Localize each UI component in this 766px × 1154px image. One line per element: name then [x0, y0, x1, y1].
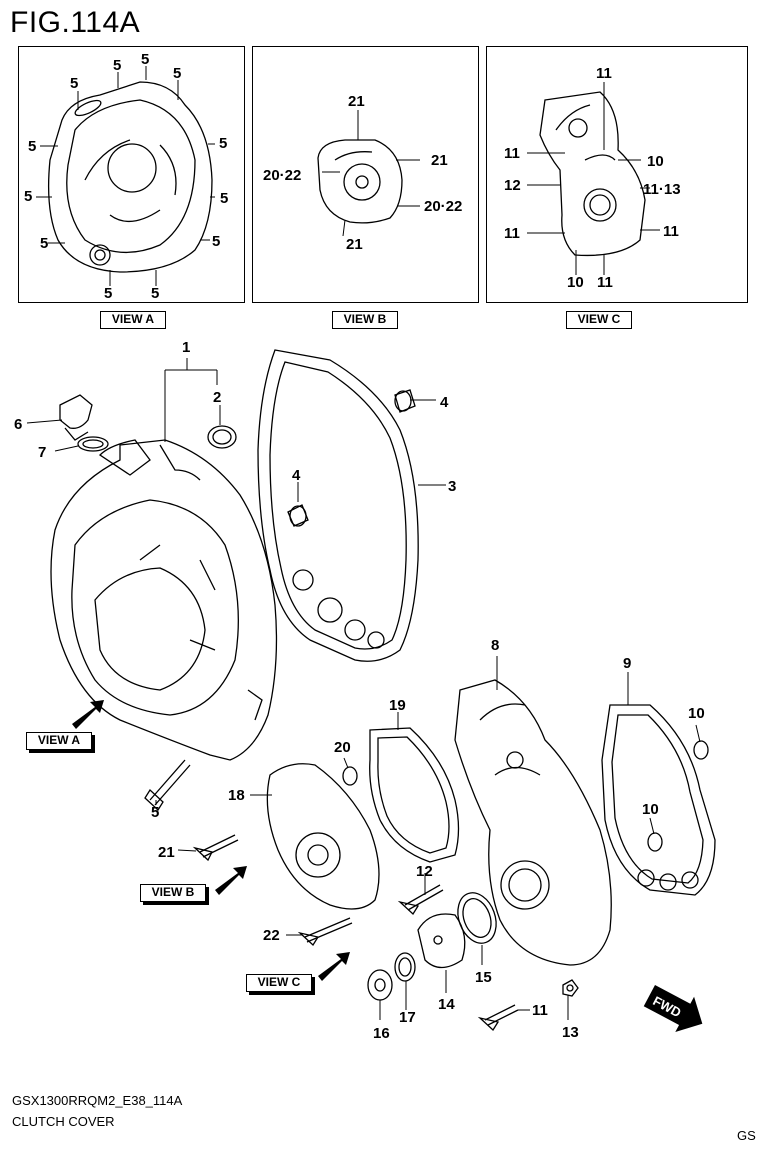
callout-main-callouts-22: 16 [373, 1025, 390, 1042]
callout-main-callouts-3: 4 [440, 394, 449, 411]
callout-main-callouts-23: 13 [562, 1024, 579, 1041]
bolt-parts [144, 759, 519, 1032]
callout-view-a-callouts-3: 5 [173, 65, 181, 82]
view-c-cover-drawing [539, 91, 646, 257]
callout-view-b-callouts-1: 21 [346, 236, 363, 253]
region-code: GS [737, 1128, 756, 1143]
view-b-cover-drawing [317, 139, 403, 224]
callout-view-c-callouts-0: 11 [596, 65, 612, 82]
callout-main-callouts-4: 4 [292, 467, 301, 484]
callout-main-callouts-20: 11 [532, 1002, 548, 1019]
oil-seal-part [207, 425, 237, 449]
small-gasket-part [369, 727, 460, 863]
callout-view-a-callouts-0: 5 [70, 75, 78, 92]
callout-main-callouts-18: 15 [475, 969, 492, 986]
small-cover-part [266, 763, 380, 910]
callout-main-callouts-13: 18 [228, 787, 245, 804]
callout-view-a-callouts-6: 5 [24, 188, 32, 205]
callout-view-b-callouts-4: 21 [431, 152, 448, 169]
callout-view-c-callouts-7: 10 [567, 274, 584, 291]
callout-view-c-callouts-8: 11 [597, 274, 613, 291]
view-c-arrow-icon [318, 952, 350, 981]
callout-main-callouts-11: 19 [389, 697, 406, 714]
small-parts [367, 892, 579, 1001]
dowel-parts-10 [647, 740, 709, 852]
callout-main-callouts-9: 10 [688, 705, 705, 722]
view-a-arrow-icon [72, 700, 104, 729]
callout-main-callouts-1: 2 [213, 389, 221, 406]
callout-view-c-callouts-4: 11·13 [643, 181, 681, 198]
callout-main-callouts-12: 20 [334, 739, 351, 756]
view-c-label: VIEW C [566, 311, 632, 329]
callout-view-a-callouts-8: 5 [40, 235, 48, 252]
callout-main-callouts-10: 10 [642, 801, 659, 818]
clutch-cover-part [50, 439, 278, 761]
callout-view-a-callouts-9: 5 [212, 233, 220, 250]
view-a-tag: VIEW A [26, 732, 92, 750]
callout-view-a-callouts-1: 5 [113, 57, 121, 74]
callout-main-callouts-16: 12 [416, 863, 433, 880]
view-b-tag: VIEW B [140, 884, 206, 902]
part-group-name: CLUTCH COVER [12, 1114, 115, 1129]
callout-view-a-callouts-2: 5 [141, 51, 149, 68]
filler-cap-part [59, 394, 109, 452]
gear-gasket-part [601, 704, 716, 896]
callout-view-c-callouts-5: 11 [504, 225, 520, 242]
callout-main-callouts-8: 9 [623, 655, 631, 672]
view-a-cover-drawing [47, 81, 213, 273]
callout-view-a-callouts-10: 5 [104, 285, 112, 302]
callout-view-a-callouts-5: 5 [219, 135, 227, 152]
callout-main-callouts-2: 3 [448, 478, 456, 495]
gear-cover-part [454, 679, 612, 966]
callout-view-c-callouts-1: 11 [504, 145, 520, 162]
callout-main-callouts-21: 17 [399, 1009, 416, 1026]
callout-main-callouts-7: 8 [491, 637, 499, 654]
callout-view-c-callouts-2: 10 [647, 153, 664, 170]
callout-view-a-callouts-4: 5 [28, 138, 36, 155]
dowel-part-20 [342, 766, 358, 786]
callout-view-a-callouts-11: 5 [151, 285, 159, 302]
callout-main-callouts-17: 22 [263, 927, 280, 944]
callout-view-b-callouts-2: 20·22 [263, 167, 301, 184]
gasket-part [257, 349, 419, 662]
dowel-parts [287, 389, 416, 527]
view-b-inset [252, 46, 479, 303]
view-a-inset [18, 46, 245, 303]
figure-title: FIG.114A [10, 6, 141, 39]
callout-main-callouts-15: 21 [158, 844, 175, 861]
callout-main-callouts-0: 1 [182, 339, 190, 356]
callout-main-callouts-6: 7 [38, 444, 46, 461]
view-a-label: VIEW A [100, 311, 166, 329]
view-arrows [72, 700, 350, 981]
callout-view-c-callouts-6: 11 [663, 223, 679, 240]
callout-view-b-callouts-0: 21 [348, 93, 365, 110]
callout-view-a-callouts-7: 5 [220, 190, 228, 207]
callout-view-c-callouts-3: 12 [504, 177, 521, 194]
model-code: GSX1300RRQM2_E38_114A [12, 1093, 183, 1108]
callout-main-callouts-14: 5 [151, 804, 159, 821]
leader-lines [26, 66, 701, 1020]
view-c-inset [486, 46, 748, 303]
callout-main-callouts-19: 14 [438, 996, 455, 1013]
callout-main-callouts-5: 6 [14, 416, 22, 433]
view-c-tag: VIEW C [246, 974, 312, 992]
fwd-arrow-icon: FWD [643, 985, 703, 1033]
view-b-label: VIEW B [332, 311, 398, 329]
view-b-arrow-icon [215, 866, 247, 895]
callout-view-b-callouts-3: 20·22 [424, 198, 462, 215]
